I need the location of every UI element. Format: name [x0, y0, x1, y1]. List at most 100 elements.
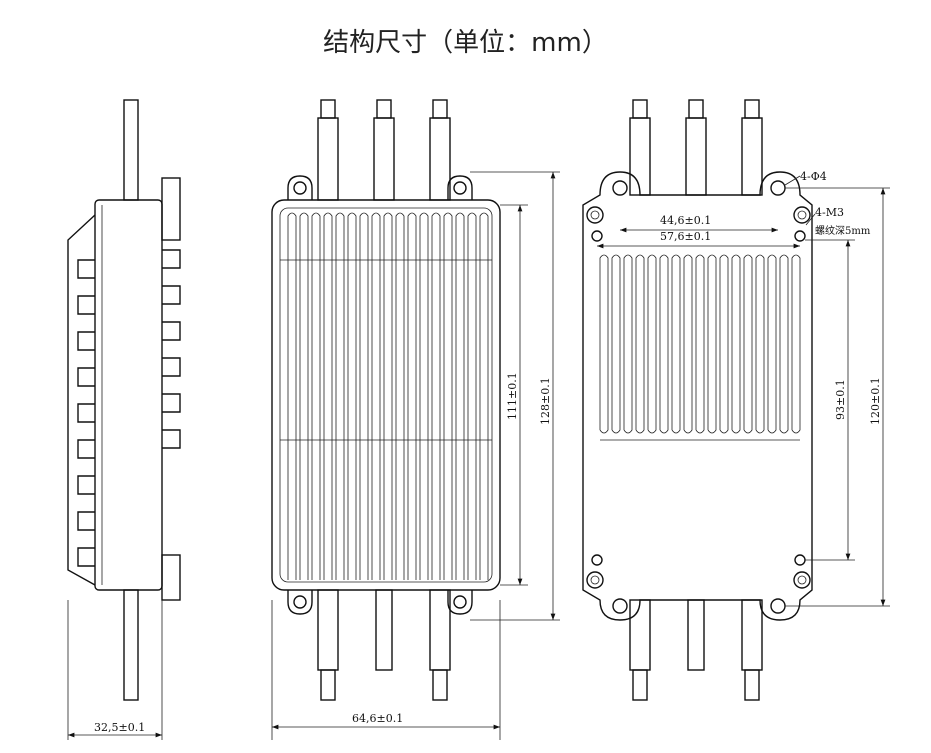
- cable: [741, 599, 763, 671]
- cable-tip: [376, 99, 392, 119]
- signal-wires: [687, 599, 705, 671]
- side-fin: [77, 475, 95, 495]
- fin: [407, 212, 417, 580]
- fin: [731, 254, 741, 434]
- thread-hole-inner: [797, 575, 807, 585]
- fin: [371, 212, 381, 580]
- back-hole-spacing-top-dim: 44,6±0.1: [660, 214, 711, 227]
- fin: [743, 254, 753, 434]
- fin: [287, 212, 297, 580]
- cable-tip: [432, 669, 448, 701]
- fin: [467, 212, 477, 580]
- fin: [335, 212, 345, 580]
- thread-hole-inner: [797, 210, 807, 220]
- side-view: 32,5±0.1: [67, 99, 181, 740]
- cable: [429, 117, 451, 201]
- side-fin-outline: [67, 214, 96, 586]
- mount-hole-icon: [794, 230, 806, 242]
- cable-tip: [744, 99, 760, 119]
- fin: [611, 254, 621, 434]
- fin: [755, 254, 765, 434]
- thread-hole-icon: [586, 206, 604, 224]
- side-fin: [77, 295, 95, 315]
- back-view: 44,6±0.1 57,6±0.1 93±0.1 120±0.1 4-Φ4 4-…: [582, 99, 890, 701]
- fin: [647, 254, 657, 434]
- fin: [671, 254, 681, 434]
- fin: [779, 254, 789, 434]
- fin: [359, 212, 369, 580]
- front-width-dim: 64,6±0.1: [352, 712, 403, 725]
- mount-hole-icon: [794, 554, 806, 566]
- cable-tip: [632, 99, 648, 119]
- side-fin: [77, 403, 95, 423]
- side-fin-right: [162, 357, 181, 377]
- fin: [791, 254, 801, 434]
- side-fin-right: [162, 429, 181, 449]
- side-fin-right: [162, 249, 181, 269]
- back-hole-spacing-mid-dim: 57,6±0.1: [660, 230, 711, 243]
- fin: [623, 254, 633, 434]
- side-fin-right: [162, 285, 181, 305]
- fin: [455, 212, 465, 580]
- side-fin: [77, 259, 95, 279]
- fin: [395, 212, 405, 580]
- side-fin: [77, 367, 95, 387]
- fin: [683, 254, 693, 434]
- cable: [629, 599, 651, 671]
- mount-hole-icon: [612, 598, 628, 614]
- side-fin: [77, 331, 95, 351]
- fin: [443, 212, 453, 580]
- side-fin: [77, 439, 95, 459]
- side-fin-right: [162, 393, 181, 413]
- fin: [659, 254, 669, 434]
- thread-hole-inner: [590, 210, 600, 220]
- front-view: 111±0.1 128±0.1 64,6±0.1: [271, 99, 560, 740]
- cable-tip: [432, 99, 448, 119]
- cable: [685, 117, 707, 196]
- cable-tip: [632, 669, 648, 701]
- side-width-dim: 32,5±0.1: [94, 721, 145, 734]
- side-fin-right: [162, 321, 181, 341]
- thread-depth-label: 螺纹深5mm: [815, 224, 871, 237]
- mount-hole-icon: [770, 598, 786, 614]
- thread-hole-icon: [586, 571, 604, 589]
- fin: [383, 212, 393, 580]
- cable: [317, 589, 339, 671]
- back-inner-height-dim: 93±0.1: [834, 379, 847, 420]
- thread-holes-label: 4-M3: [815, 206, 844, 219]
- thread-hole-icon: [793, 571, 811, 589]
- cable: [629, 117, 651, 196]
- cable-tip: [744, 669, 760, 701]
- cable-tip: [320, 99, 336, 119]
- cable: [373, 117, 395, 201]
- fin: [707, 254, 717, 434]
- signal-wires: [375, 589, 393, 671]
- cable-tip: [320, 669, 336, 701]
- front-inner-height-dim: 111±0.1: [506, 372, 519, 420]
- thread-hole-inner: [590, 575, 600, 585]
- fin: [431, 212, 441, 580]
- mount-hole-icon: [770, 180, 786, 196]
- cable: [741, 117, 763, 196]
- side-fin: [77, 511, 95, 531]
- cable-tip: [688, 99, 704, 119]
- fin: [635, 254, 645, 434]
- mount-holes-label: 4-Φ4: [800, 170, 827, 183]
- fin: [479, 212, 489, 580]
- fin: [347, 212, 357, 580]
- fin: [323, 212, 333, 580]
- cable: [317, 117, 339, 201]
- fin: [299, 212, 309, 580]
- fin: [599, 254, 609, 434]
- mount-hole-icon: [591, 230, 603, 242]
- fin: [719, 254, 729, 434]
- mount-hole-icon: [591, 554, 603, 566]
- page-title: 结构尺寸（单位：mm）: [323, 28, 608, 58]
- fin: [311, 212, 321, 580]
- front-total-height-dim: 128±0.1: [539, 377, 552, 425]
- side-fin: [77, 547, 95, 567]
- fin: [419, 212, 429, 580]
- fin: [767, 254, 777, 434]
- back-total-height-dim: 120±0.1: [869, 377, 882, 425]
